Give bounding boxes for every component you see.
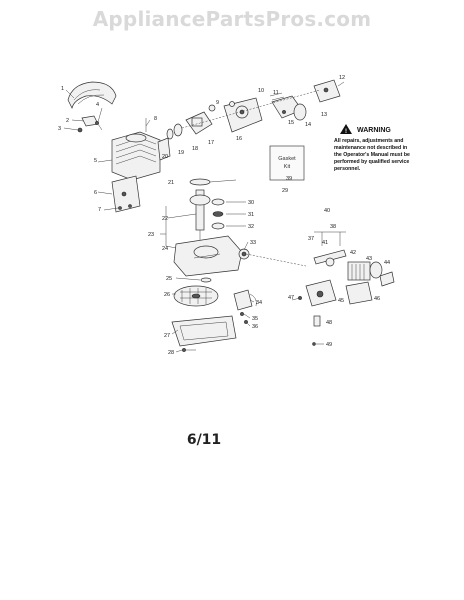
part-washer-25 [200,277,212,283]
callout-numbers: 1 2 3 4 5 6 7 8 9 10 11 12 13 14 15 16 1… [58,75,390,356]
callout-25: 25 [166,276,172,282]
part-ring-21 [189,178,211,186]
callout-18: 18 [192,146,198,152]
callout-42: 42 [350,250,356,256]
callout-17: 17 [208,140,214,146]
part-bearings-30-32 [211,198,225,230]
warning-line-4: performed by qualified service [334,159,409,165]
callout-4: 4 [96,102,99,108]
callout-3: 3 [58,126,61,132]
part-crankcase-24 [173,235,243,277]
part-small-9-10 [208,101,235,112]
callout-49: 49 [326,342,332,348]
callout-38: 38 [330,224,336,230]
part-housing-45 [305,279,337,307]
part-ignition-34 [233,289,257,311]
callout-45: 45 [338,298,344,304]
callout-36: 36 [252,324,258,330]
part-carburetor-16 [223,97,263,133]
callout-11: 11 [273,90,279,96]
callout-2: 2 [66,118,69,124]
part-crankshaft-22 [189,189,211,240]
callout-1: 1 [61,86,64,92]
part-pan-27 [171,315,237,347]
callout-5: 5 [94,158,97,164]
part-flywheel-26 [173,285,219,307]
callout-30: 30 [248,200,254,206]
part-shaft-37-38 [313,249,347,267]
callout-39: 39 [286,176,292,182]
warning-line-2: maintenance not described in [334,145,407,151]
warning-line-5: personnel. [334,166,361,172]
callout-28: 28 [168,350,174,356]
callout-27: 27 [164,333,170,339]
warning-title: WARNING [357,127,391,134]
callout-47: 47 [288,295,294,301]
part-bracket [77,115,99,133]
callout-14: 14 [305,122,311,128]
warning-block: ! WARNING All repairs, adjustments and m… [334,124,410,172]
part-shroud [67,81,117,110]
svg-text:!: ! [345,129,347,135]
part-gasket-18-19 [166,123,183,140]
part-airbox-17 [185,111,213,135]
gasket-kit-box: Gasket Kit [269,145,305,181]
callout-46: 46 [374,296,380,302]
callout-26: 26 [164,292,170,298]
callout-48: 48 [326,320,332,326]
callout-20: 20 [162,154,168,160]
part-seal-33 [238,248,250,260]
callout-15: 15 [288,120,294,126]
callout-7: 7 [98,207,101,213]
callout-24: 24 [162,246,168,252]
page-number: 6/11 [186,432,222,448]
callout-10: 10 [258,88,264,94]
part-screw-49 [312,342,324,346]
callout-41: 41 [322,240,328,246]
callout-43: 43 [366,256,372,262]
part-screw-4 [95,121,103,131]
watermark: AppliancePartsPros.com [92,7,372,31]
part-air-filter-13-14 [271,95,307,121]
callout-34: 34 [256,300,262,306]
callout-6: 6 [94,190,97,196]
callout-44: 44 [384,260,390,266]
callout-13: 13 [321,112,327,118]
gasket-kit-label-2: Kit [284,164,291,170]
warning-icon [340,124,352,134]
callout-16: 16 [236,136,242,142]
leader-lines [63,89,346,353]
part-gasket-20 [157,137,171,161]
callout-9: 9 [216,100,219,106]
part-screw-7 [118,204,132,210]
callout-29: 29 [282,188,288,194]
callout-32: 32 [248,224,254,230]
callout-33: 33 [250,240,256,246]
part-spacer-48 [313,315,321,327]
part-cap-44 [379,271,395,287]
callout-12: 12 [339,75,345,81]
part-clutch-41-43 [347,261,383,281]
callout-37: 37 [308,236,314,242]
part-plate-6 [111,175,141,213]
warning-line-1: All repairs, adjustments and [334,138,403,144]
callout-19: 19 [178,150,184,156]
callout-23: 23 [148,232,154,238]
part-screw-28 [182,348,196,352]
callout-8: 8 [154,116,157,122]
part-air-cover-12 [313,79,345,103]
callout-31: 31 [248,212,254,218]
callout-22: 22 [162,216,168,222]
callout-40: 40 [324,208,330,214]
callout-35: 35 [252,316,258,322]
warning-line-3: the Operator's Manual must be [334,152,410,158]
part-housing-46 [345,281,373,305]
callout-21: 21 [168,180,174,186]
gasket-kit-label-1: Gasket [278,156,296,162]
part-screws-11-15 [269,92,286,114]
part-cylinder [111,131,161,181]
